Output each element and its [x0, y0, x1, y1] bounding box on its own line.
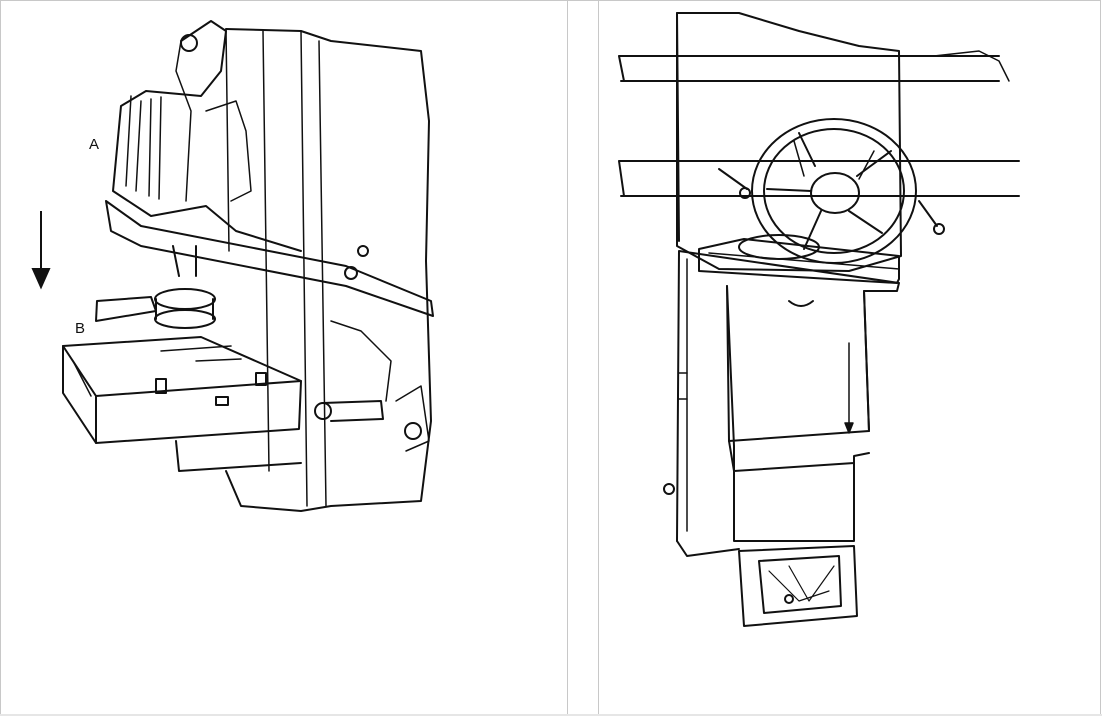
machine-body — [225, 28, 432, 512]
left-labels: A B — [31, 136, 99, 337]
down-arrow-icon — [31, 211, 51, 290]
wheel — [751, 118, 917, 264]
right-illustration — [618, 12, 1020, 627]
rail-bottom — [618, 160, 1020, 197]
top-plate — [698, 238, 900, 284]
left-figure-cell: A B — [1, 1, 568, 714]
down-arrow-icon — [844, 342, 854, 434]
label-a: A — [89, 136, 99, 153]
work-table — [95, 296, 157, 322]
blade-housing — [112, 20, 302, 252]
beam — [105, 200, 434, 317]
bottom-rule — [0, 714, 1102, 716]
right-figure-cell — [599, 1, 1099, 714]
lower-window — [738, 545, 858, 627]
back-panel — [676, 12, 902, 272]
column-gutter — [568, 1, 599, 714]
cabinet-lower — [728, 440, 870, 542]
label-b: B — [75, 320, 85, 337]
cabinet-upper — [676, 250, 900, 542]
left-illustration — [62, 20, 434, 512]
